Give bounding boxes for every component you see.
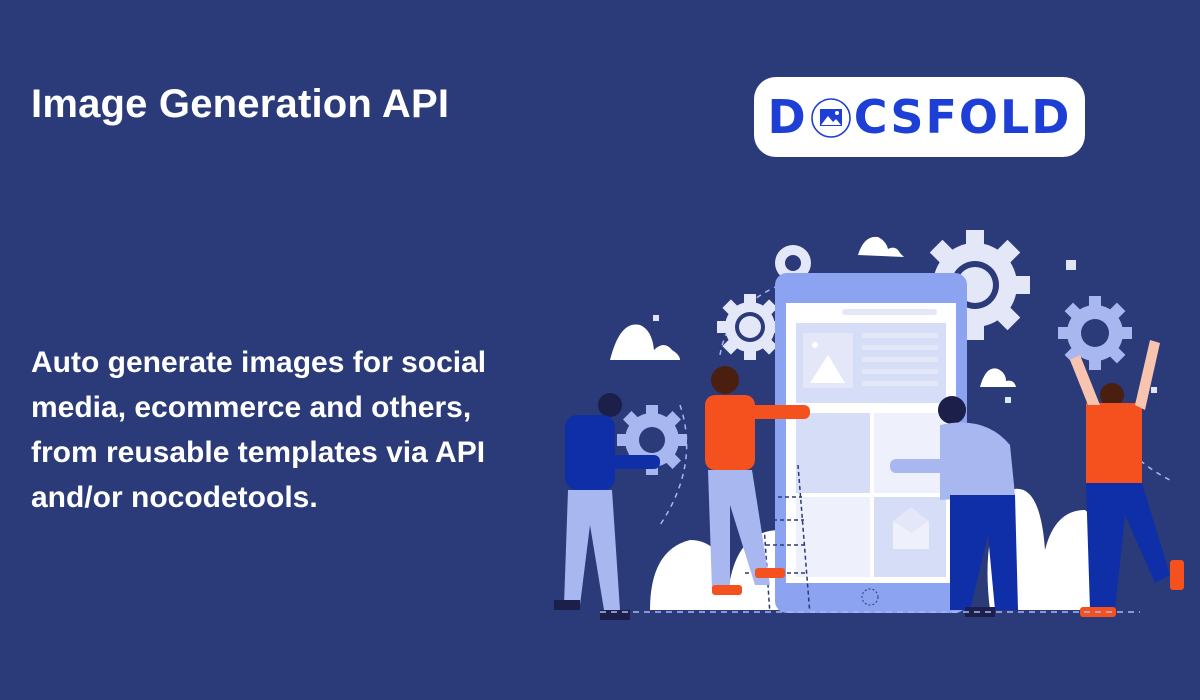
logo-text-end: CSFOLD — [853, 90, 1072, 144]
person-left — [554, 393, 660, 620]
description-text: Auto generate images for social media, e… — [31, 346, 487, 514]
logo-wordmark: D CSFOLD — [768, 90, 1072, 144]
page-title: Image Generation API — [31, 82, 450, 126]
gear-icon — [775, 245, 811, 281]
gear-icon — [1058, 296, 1132, 370]
hero-illustration — [540, 215, 1200, 635]
gear-icon — [617, 405, 687, 475]
gear-icon — [717, 294, 783, 360]
cloud-icon — [610, 236, 1016, 387]
person-woman — [705, 366, 810, 595]
logo-text-start: D — [767, 90, 808, 144]
docsfold-logo[interactable]: D CSFOLD — [754, 77, 1085, 157]
device-mockup — [775, 273, 967, 613]
image-icon — [810, 96, 852, 138]
person-pointing — [890, 396, 1018, 617]
person-right — [1070, 340, 1184, 617]
